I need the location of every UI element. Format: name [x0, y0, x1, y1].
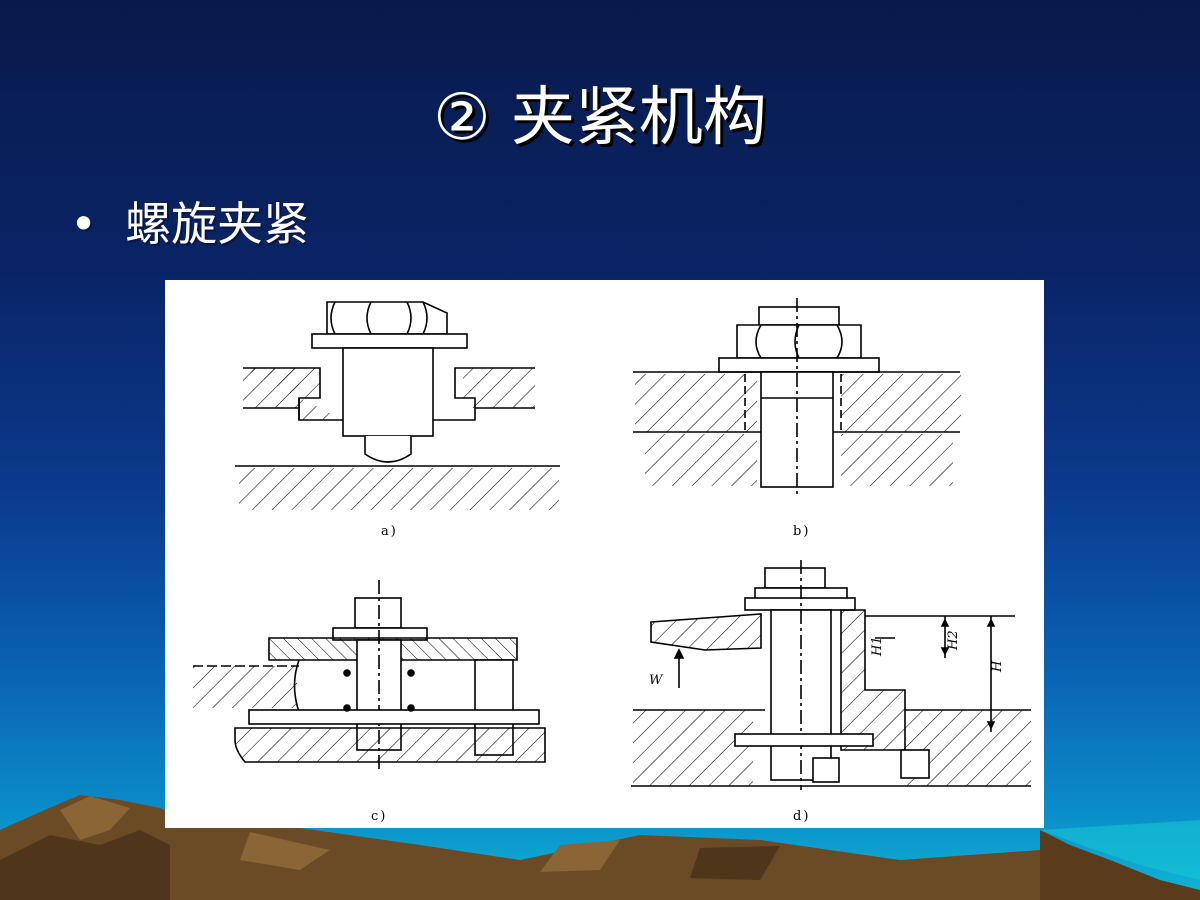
diagram-a	[235, 301, 560, 510]
caption-d: d)	[793, 809, 810, 824]
bullet-dot-icon: •	[70, 197, 98, 251]
clamp-drawings: a) b)	[193, 298, 1031, 824]
screw-clamp-figure: a) b)	[165, 280, 1044, 828]
slide-title: ② 夹紧机构	[433, 81, 767, 155]
caption-b: b)	[793, 524, 810, 539]
label-h: H	[990, 660, 1005, 673]
bullet-text: 螺旋夹紧	[125, 197, 310, 251]
label-h1: H1	[870, 636, 885, 657]
caption-a: a)	[381, 524, 398, 539]
diagram-b	[633, 298, 961, 495]
caption-c: c)	[371, 809, 387, 824]
diagram-d	[631, 560, 1031, 790]
label-force-w: W	[649, 673, 664, 688]
label-h2: H2	[946, 630, 961, 651]
diagram-c	[193, 580, 546, 772]
bullet-item: • 螺旋夹紧	[70, 188, 309, 254]
